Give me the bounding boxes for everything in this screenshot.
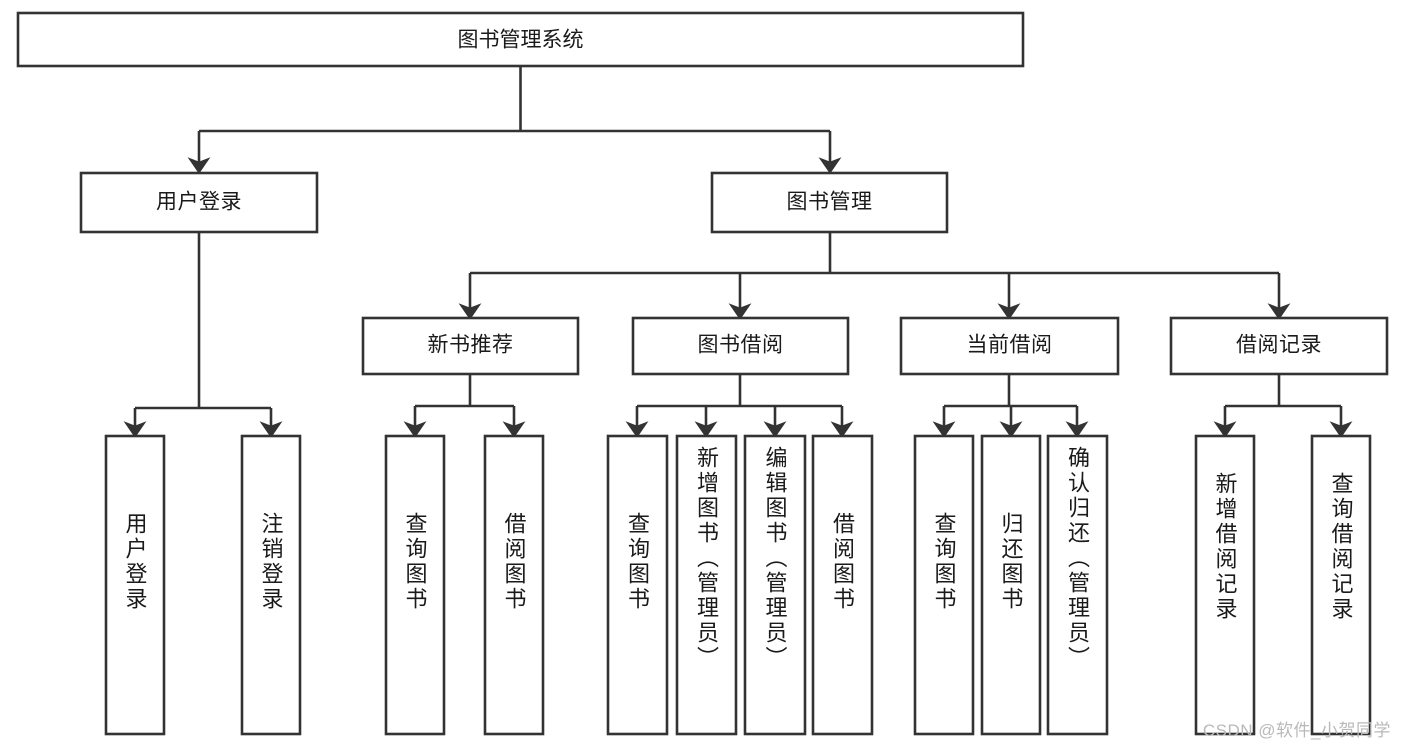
leaf-box-query-book-current[interactable]	[913, 434, 975, 736]
node-user-login-label: 用户登录	[156, 191, 242, 214]
leaf-box-query-book-borrow[interactable]	[606, 434, 669, 736]
connector-group-record	[1213, 374, 1353, 438]
leaf-box-edit-book-admin[interactable]	[743, 434, 807, 736]
leaf-box-borrow-book[interactable]	[811, 434, 874, 736]
connector-group-book-manage	[458, 232, 1291, 320]
node-current-borrow[interactable]: 当前借阅	[899, 316, 1120, 376]
node-book-borrow[interactable]: 图书借阅	[631, 316, 850, 376]
node-book-manage-label: 图书管理	[787, 191, 873, 214]
connector-group-current	[932, 374, 1089, 438]
connector-group-user-login	[123, 232, 283, 438]
node-user-login[interactable]: 用户登录	[79, 171, 319, 234]
leaf-box-query-borrow-record[interactable]	[1310, 434, 1372, 736]
node-root-label: 图书管理系统	[458, 29, 584, 52]
node-borrow-record[interactable]: 借阅记录	[1169, 316, 1389, 376]
connector-group-borrow	[625, 374, 854, 438]
node-book-manage[interactable]: 图书管理	[710, 171, 949, 234]
node-new-book-recommend-label: 新书推荐	[428, 334, 514, 357]
node-root-box[interactable]	[16, 11, 1025, 68]
node-current-borrow-label: 当前借阅	[967, 334, 1053, 357]
node-borrow-record-label: 借阅记录	[1236, 334, 1322, 357]
leaf-boxes	[104, 434, 1372, 736]
node-new-book-recommend-box[interactable]	[361, 316, 580, 376]
csdn-watermark: CSDN @软件_小贺同学	[1202, 721, 1391, 740]
node-borrow-record-box[interactable]	[1169, 316, 1389, 376]
leaf-box-query-book-rec[interactable]	[384, 434, 446, 736]
leaf-box-user-login[interactable]	[104, 434, 166, 736]
leaf-box-confirm-return-admin[interactable]	[1046, 434, 1109, 736]
node-book-manage-box[interactable]	[710, 171, 949, 234]
leaf-box-borrow-book-rec[interactable]	[483, 434, 545, 736]
leaf-box-logout[interactable]	[240, 434, 302, 736]
node-current-borrow-box[interactable]	[899, 316, 1120, 376]
node-book-borrow-label: 图书借阅	[698, 334, 784, 357]
node-user-login-box[interactable]	[79, 171, 319, 234]
leaf-box-add-book-admin[interactable]	[675, 434, 738, 736]
node-book-borrow-box[interactable]	[631, 316, 850, 376]
leaf-box-return-book[interactable]	[980, 434, 1042, 736]
node-root[interactable]: 图书管理系统	[16, 11, 1025, 68]
leaf-box-add-borrow-record[interactable]	[1194, 434, 1256, 736]
connector-group-new-book	[403, 374, 526, 438]
connector-group-root	[187, 66, 842, 174]
node-new-book-recommend[interactable]: 新书推荐	[361, 316, 580, 376]
